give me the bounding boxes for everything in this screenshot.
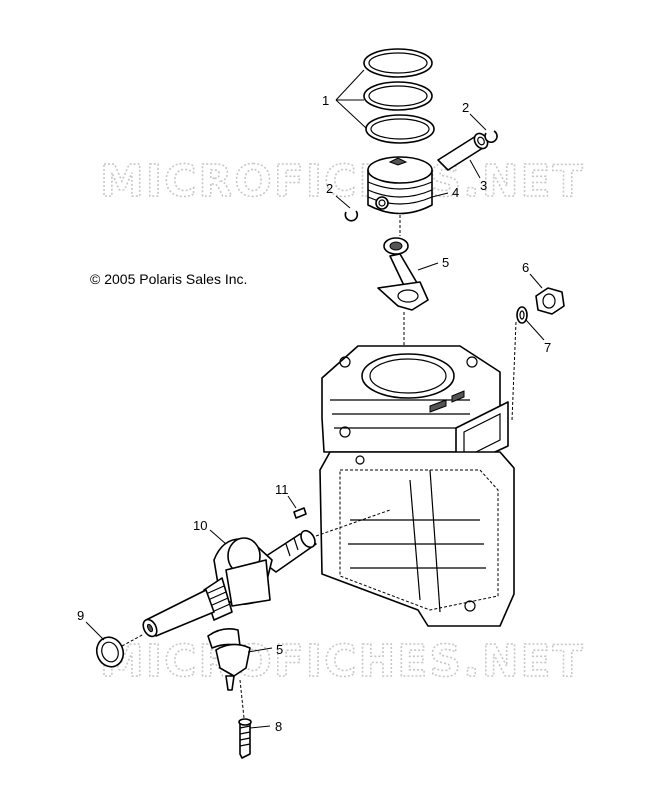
callout-11: 11: [275, 482, 289, 497]
callout-8: 8: [275, 719, 282, 734]
callout-8-leader: [249, 725, 271, 729]
callout-1-leader: [335, 69, 367, 129]
connecting-rod: [377, 237, 429, 311]
callout-2-left-leader: [335, 195, 351, 209]
nut: [535, 287, 565, 315]
callout-9: 9: [77, 608, 84, 623]
callout-5-top-leader: [417, 262, 439, 271]
callout-9-leader: [85, 621, 105, 641]
woodruff-key: [293, 507, 307, 519]
callout-2-right: 2: [462, 100, 469, 115]
crankshaft: [142, 529, 317, 638]
callout-4-leader: [431, 192, 449, 198]
copyright-notice: © 2005 Polaris Sales Inc.: [90, 271, 247, 287]
wrist-pin: [437, 132, 489, 171]
callout-3-leader: [469, 159, 481, 179]
callout-6-leader: [529, 273, 543, 289]
callout-10: 10: [193, 518, 207, 533]
cap-bolt: [238, 679, 252, 759]
callout-4: 4: [452, 185, 459, 200]
callout-5-bottom: 5: [276, 642, 283, 657]
piston-rings: [363, 48, 435, 144]
callout-5-bottom-leader: [247, 647, 273, 653]
callout-7-leader: [525, 319, 545, 341]
piston: [367, 156, 433, 215]
watermark-top: MICROFICHES.NET: [100, 156, 585, 207]
callout-10-leader: [209, 529, 227, 545]
rod-cap: [207, 628, 251, 691]
callout-7: 7: [544, 340, 551, 355]
watermark-bottom: MICROFICHES.NET: [100, 636, 585, 687]
crank-centerline: [315, 509, 391, 537]
circlip-left: [344, 210, 359, 222]
oil-seal: [95, 636, 125, 668]
washer: [516, 306, 528, 324]
callout-5-top: 5: [442, 255, 449, 270]
callout-3: 3: [480, 178, 487, 193]
stud-centerline: [511, 321, 517, 421]
callout-11-leader: [287, 495, 297, 509]
callout-2-left: 2: [326, 181, 333, 196]
callout-2-right-leader: [469, 113, 487, 131]
seal-centerline: [121, 633, 145, 647]
crankcase: [319, 345, 515, 627]
circlip-right: [484, 130, 498, 144]
callout-1: 1: [322, 93, 329, 108]
callout-6: 6: [522, 260, 529, 275]
